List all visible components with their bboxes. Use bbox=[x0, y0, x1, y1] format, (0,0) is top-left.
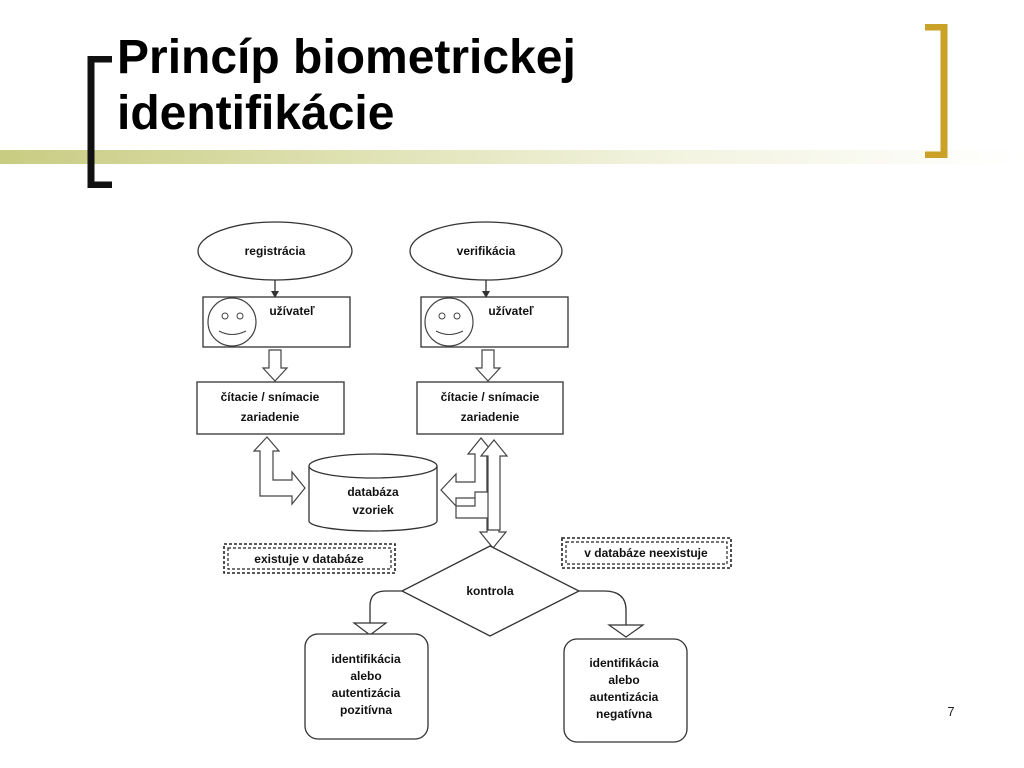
title-line-2: identifikácie bbox=[117, 87, 395, 140]
user-box-left: užívateľ bbox=[202, 296, 351, 348]
result-negative-line1: identifikácia bbox=[589, 656, 659, 670]
reader-box-left: čítacie / snímacie zariadenie bbox=[196, 381, 345, 435]
control-diamond: kontrola bbox=[400, 545, 581, 637]
user-label-right: užívateľ bbox=[488, 304, 534, 318]
registration-node: registrácia bbox=[197, 221, 353, 281]
title-line-1: Princíp biometrickej bbox=[117, 31, 576, 84]
database-line2: vzoriek bbox=[352, 503, 394, 517]
reader-left-line2: zariadenie bbox=[241, 410, 300, 424]
hollow-arrow-reader-to-database-left bbox=[252, 436, 306, 506]
database-line1: databáza bbox=[347, 485, 399, 499]
control-label: kontrola bbox=[466, 584, 514, 598]
result-positive-line2: alebo bbox=[350, 669, 381, 683]
result-negative-line4: negatívna bbox=[596, 707, 652, 721]
database-cylinder: databáza vzoriek bbox=[308, 453, 438, 532]
connector-to-negative bbox=[579, 590, 645, 638]
result-negative-box: identifikácia alebo autentizácia negatív… bbox=[563, 638, 688, 743]
left-bracket-icon bbox=[87, 56, 112, 188]
result-positive-line3: autentizácia bbox=[332, 686, 401, 700]
smiley-face-icon bbox=[207, 297, 257, 347]
exists-label-box: existuje v databáze bbox=[223, 543, 396, 574]
user-label-left: užívateľ bbox=[269, 304, 315, 318]
result-positive-box: identifikácia alebo autentizácia pozitív… bbox=[304, 633, 429, 740]
result-negative-line2: alebo bbox=[608, 673, 639, 687]
reader-right-line1: čítacie / snímacie bbox=[441, 390, 540, 404]
hollow-arrow-up-to-reader-right bbox=[479, 439, 509, 531]
result-positive-line1: identifikácia bbox=[331, 652, 401, 666]
hollow-arrow-down-right bbox=[474, 349, 502, 382]
connector-to-positive bbox=[352, 590, 402, 636]
title-underline-band bbox=[0, 150, 1024, 164]
reader-right-line2: zariadenie bbox=[461, 410, 520, 424]
verification-node: verifikácia bbox=[409, 221, 563, 281]
verification-label: verifikácia bbox=[457, 244, 516, 258]
right-bracket-icon bbox=[925, 24, 948, 158]
reader-box-right: čítacie / snímacie zariadenie bbox=[416, 381, 564, 435]
hollow-arrow-database-to-reader-right bbox=[440, 437, 496, 508]
exists-label: existuje v databáze bbox=[254, 552, 364, 566]
result-positive-line4: pozitívna bbox=[340, 703, 392, 717]
not-exists-label-box: v databáze neexistuje bbox=[561, 537, 732, 569]
page-number: 7 bbox=[947, 704, 955, 719]
arrow-registration-to-user bbox=[271, 280, 279, 298]
registration-label: registrácia bbox=[245, 244, 306, 258]
slide-title: Princíp biometrickej identifikácie bbox=[117, 30, 877, 142]
user-box-right: užívateľ bbox=[420, 296, 569, 348]
arrow-verification-to-user bbox=[482, 280, 490, 298]
hollow-arrow-down-left bbox=[261, 349, 289, 382]
not-exists-label: v databáze neexistuje bbox=[584, 546, 708, 560]
reader-left-line1: čítacie / snímacie bbox=[221, 390, 320, 404]
smiley-face-icon bbox=[424, 297, 474, 347]
result-negative-line3: autentizácia bbox=[590, 690, 659, 704]
